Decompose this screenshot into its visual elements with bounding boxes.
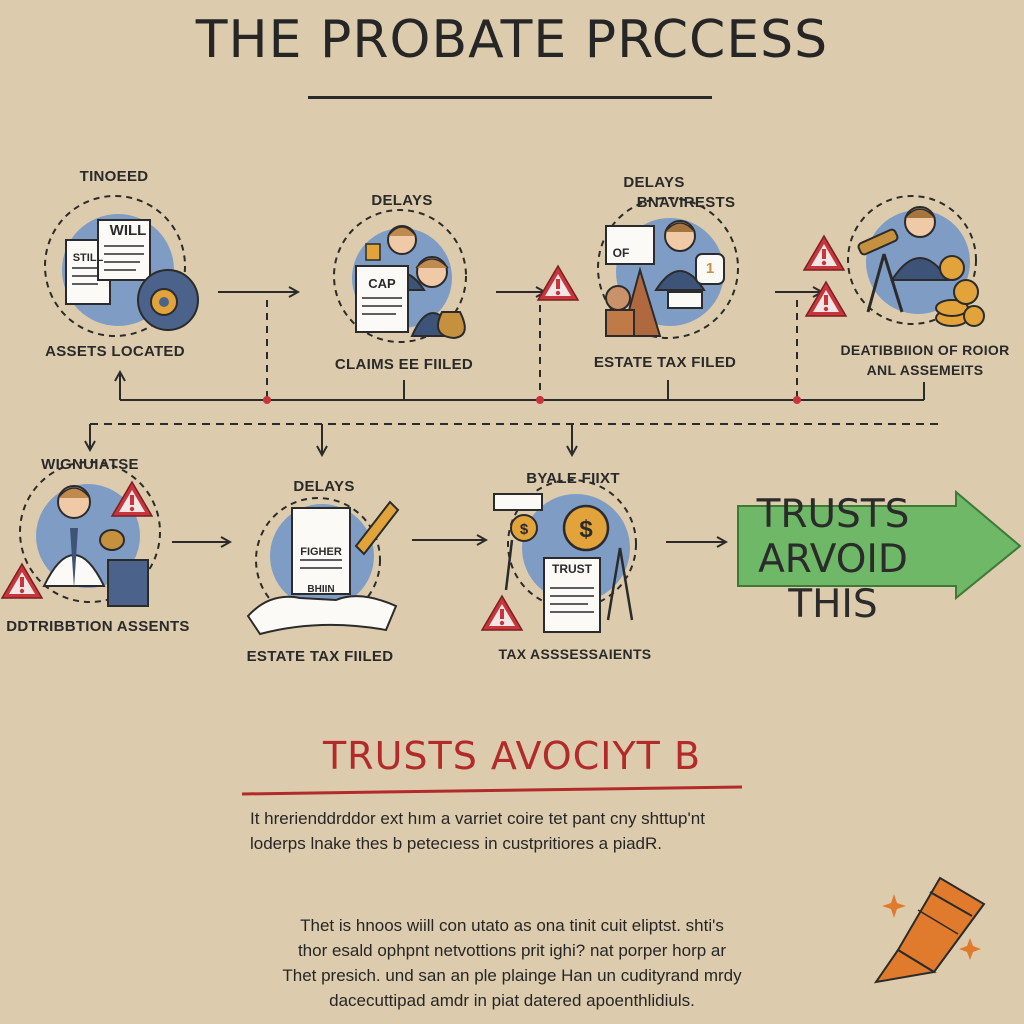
section-heading: TRUSTS AVOCIYT B — [322, 734, 702, 778]
paragraph-line: thor esald ophpnt netvottions prit ighi?… — [297, 941, 727, 960]
step-witness — [19, 461, 161, 607]
will-document-icon — [65, 219, 151, 305]
lawyer-person-icon — [42, 485, 106, 588]
briefcase-icon — [107, 559, 149, 607]
step-label: DEATIBBIION OF ROIOR — [840, 342, 1010, 358]
warning-icon — [1, 563, 43, 599]
step-top-label: BYALE FIIXT — [526, 470, 620, 487]
step-label: ESTATE TAX FIILED — [246, 648, 394, 665]
doc-label: TRUST — [552, 562, 592, 576]
step-label: DDTRIBBTION ASSENTS — [6, 618, 190, 635]
badge-label: 1 — [705, 260, 715, 277]
doc-label: CAP — [368, 276, 396, 291]
building-icon — [605, 266, 662, 337]
step-label-2: ANL ASSEMEITS — [866, 362, 984, 378]
step-estate-tax-filed-2 — [246, 497, 400, 636]
doc-label: OF — [612, 246, 630, 260]
signing-hands-icon — [246, 595, 398, 636]
doc-small-label: BHIIN — [307, 584, 335, 595]
pen-icon — [354, 500, 400, 556]
will-label: WILL — [109, 222, 147, 239]
trusts-avoid-this-arrow — [737, 489, 1022, 601]
dollar-coin-icon: $ $ — [510, 504, 610, 552]
warning-icon — [805, 281, 847, 317]
paragraph-line: Thet is hnoos wiill con utato as ona tin… — [300, 916, 724, 935]
crayon-icon — [873, 876, 986, 984]
svg-text:$: $ — [579, 516, 593, 543]
step-claims-filed — [333, 209, 467, 343]
step-label: ESTATE TAX FILED — [593, 354, 737, 371]
step-label: ASSETS LOCATED — [45, 343, 185, 360]
title-underline — [308, 96, 712, 99]
money-bag-icon — [437, 311, 466, 340]
doc-label: FIGHER — [300, 546, 342, 558]
step-top-label: WIGNUIATSE — [41, 456, 139, 473]
step-top-label: TINOEED — [79, 168, 149, 185]
paragraph-line: It hrerienddrddor ext hım a varriet coir… — [250, 809, 705, 828]
paragraph-line: dacecuttipad amdr in piat datered apoent… — [329, 991, 695, 1010]
step-top-label: DELAYS — [371, 192, 433, 209]
step-label: TAX ASSSESSAIENTS — [498, 646, 652, 662]
coin-stack-icon — [935, 255, 985, 327]
page-title: THE PROBATE PRCCESS — [195, 10, 829, 70]
telescope-icon — [857, 228, 904, 313]
step-label: CLAIMS EE FIILED — [334, 356, 474, 373]
section-paragraph-2: Thet is hnoos wiill con utato as ona tin… — [0, 913, 1024, 1013]
warning-icon — [537, 265, 579, 301]
step-tax-assessments: $ $ — [493, 479, 637, 633]
doc-small-label: STILL — [72, 252, 104, 264]
lawyer-person-icon — [654, 220, 706, 291]
sparkle-icon — [882, 894, 981, 960]
step-top-label-2: BNAVIRESTS — [636, 194, 736, 211]
step-estate-tax-filed — [597, 197, 739, 339]
step-top-label: DELAYS — [623, 174, 685, 191]
warning-icon — [481, 595, 523, 631]
step-distribution — [847, 195, 985, 327]
step-assets-located — [44, 195, 199, 337]
gear-icon — [137, 269, 199, 331]
cta-line: THIS — [788, 582, 878, 627]
lawyer-person-icon — [890, 206, 950, 281]
paragraph-line: loderps lnake thes b petecıess in custpr… — [250, 834, 663, 853]
section-paragraph-1: It hrerienddrddor ext hım a varriet coir… — [250, 806, 705, 856]
paragraph-line: Thet presich. und san an ple plainge Han… — [282, 966, 742, 985]
cta-line: ARVOID — [758, 537, 908, 582]
step-top-label: DELAYS — [293, 478, 355, 495]
svg-text:$: $ — [520, 521, 529, 538]
cta-line: TRUSTS — [756, 492, 910, 537]
warning-icon — [803, 235, 845, 271]
cta-text: TRUSTS ARVOID THIS — [738, 492, 928, 627]
